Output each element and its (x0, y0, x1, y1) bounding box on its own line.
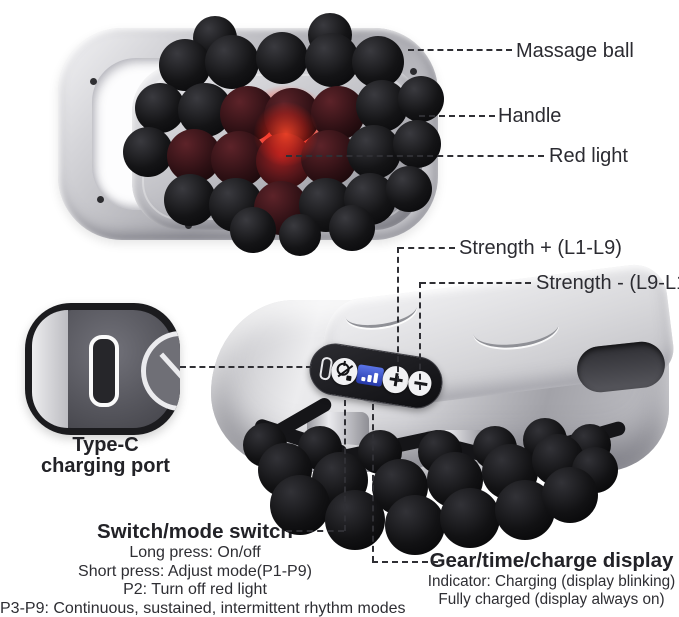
switch-label-block: Switch/mode switch Long press: On/off Sh… (0, 520, 406, 617)
strength-plus-button[interactable] (381, 363, 411, 395)
switch-detail-2: Short press: Adjust mode(P1-P9) (78, 562, 312, 580)
massager-side-view (205, 261, 677, 555)
strength-minus-label: Strength - (L9-L1) (536, 272, 679, 294)
level-bar (367, 374, 373, 382)
massage-ball (305, 33, 359, 87)
type-c-label: Type-C charging port (28, 435, 183, 477)
massage-ball (256, 32, 308, 84)
callout-line-strength-minus-v (419, 282, 421, 390)
callout-line-type-c (180, 366, 312, 368)
level-bar (373, 372, 379, 383)
display-detail-2: Fully charged (display always on) (438, 591, 665, 608)
callout-line-handle (419, 115, 495, 117)
callout-line-red-light (286, 155, 544, 157)
massage-ball (279, 214, 321, 256)
display-title: Gear/time/charge display (429, 549, 674, 572)
callout-line-strength-minus-h (420, 282, 531, 284)
strength-plus-label: Strength + (L1-L9) (459, 237, 622, 259)
display-label-block: Gear/time/charge display Indicator: Char… (424, 549, 679, 609)
inset-silver-edge (32, 310, 68, 428)
level-bar (361, 376, 366, 381)
massage-ball (230, 207, 276, 253)
type-c-label-line2: charging port (41, 455, 170, 477)
massage-ball (164, 174, 216, 226)
massage-ball (205, 35, 259, 89)
type-c-inset (25, 303, 180, 435)
massage-ball (135, 83, 185, 133)
massage-ball (123, 127, 173, 177)
massager-top-view (58, 13, 444, 256)
handle-label: Handle (498, 105, 562, 127)
screw-dot (410, 68, 417, 75)
screw-dot (97, 196, 104, 203)
switch-detail-3: P2: Turn off red light (123, 581, 267, 598)
massage-ball (270, 475, 330, 535)
massage-ball (386, 166, 432, 212)
callout-line-strength-plus-v (397, 247, 399, 382)
callout-line-strength-plus-h (398, 247, 455, 249)
massage-ball (393, 120, 441, 168)
callout-line-display-v (372, 404, 374, 562)
massage-ball (398, 76, 444, 122)
massage-ball (542, 467, 598, 523)
massage-ball-label: Massage ball (516, 40, 634, 62)
callout-line-switch-h (286, 530, 344, 532)
switch-detail-1: Long press: On/off (129, 544, 261, 561)
type-c-port-icon (89, 335, 119, 407)
display-detail-1: Indicator: Charging (display blinking) (427, 573, 676, 590)
mode-grid-icon (345, 374, 352, 381)
callout-line-massage-ball (408, 49, 512, 51)
massage-ball (352, 36, 404, 88)
callout-line-switch-v (344, 400, 346, 531)
type-c-label-line1: Type-C (72, 434, 139, 456)
switch-detail-4: P3-P9: Continuous, sustained, intermitte… (0, 599, 406, 617)
power-mode-button[interactable] (329, 355, 360, 387)
callout-line-display-h (372, 561, 438, 563)
massage-ball (159, 39, 211, 91)
screw-dot (90, 78, 97, 85)
massage-ball (385, 495, 445, 555)
red-light-label: Red light (549, 145, 628, 167)
massage-ball (329, 205, 375, 251)
massage-ball (440, 488, 500, 548)
switch-title: Switch/mode switch (97, 520, 293, 543)
massage-ball (347, 125, 401, 179)
level-display (355, 363, 385, 387)
massage-ball (325, 490, 385, 550)
